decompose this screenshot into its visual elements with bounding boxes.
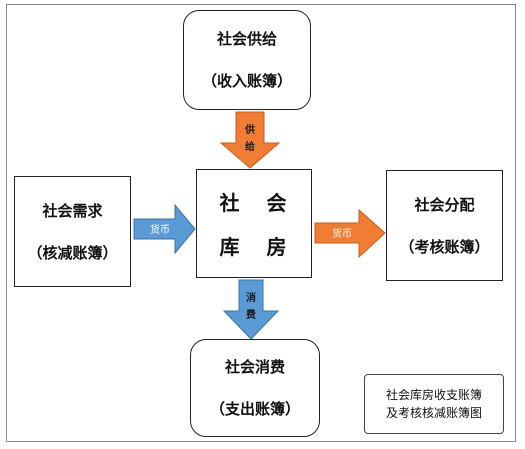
- warehouse-char-1: 社: [219, 191, 242, 216]
- warehouse-char-4: 房: [266, 234, 289, 259]
- supply-arrow-label-1: 供: [244, 123, 255, 136]
- demand-title: 社会需求: [42, 201, 103, 220]
- consumption-title: 社会消费: [224, 358, 285, 376]
- demand-subtitle: （核减账簿）: [27, 243, 118, 262]
- consume-arrow-label-1: 消: [246, 291, 256, 304]
- consume-arrow: [222, 279, 280, 340]
- consume-arrow-label-2: 费: [246, 308, 256, 321]
- consumption-subtitle: （支出账簿）: [209, 400, 300, 418]
- demand-arrow: [133, 203, 196, 255]
- distribution-node: 社会分配 （考核账簿）: [386, 170, 503, 281]
- supply-node: 社会供给 （收入账簿）: [183, 10, 311, 110]
- demand-arrow-label: 货币: [150, 223, 170, 236]
- legend-box: 社会库房收支账簿 及考核核减账簿图: [364, 374, 504, 434]
- distribution-arrow: [314, 208, 386, 259]
- warehouse-char-3: 库: [219, 234, 242, 259]
- supply-title: 社会供给: [216, 30, 277, 48]
- warehouse-node: 社 会 库 房: [196, 169, 312, 278]
- supply-arrow-label-2: 给: [245, 140, 255, 153]
- distribution-arrow-label: 货币: [332, 227, 352, 240]
- outer-frame: [6, 4, 516, 442]
- legend-line-1: 社会库房收支账簿: [385, 388, 482, 402]
- legend-line-2: 及考核核减账簿图: [385, 406, 482, 420]
- distribution-subtitle: （考核账簿）: [399, 237, 490, 256]
- consumption-node: 社会消费 （支出账簿）: [190, 339, 320, 437]
- demand-node: 社会需求 （核减账簿）: [14, 176, 131, 287]
- distribution-title: 社会分配: [414, 195, 475, 214]
- supply-arrow: [219, 111, 281, 169]
- supply-subtitle: （收入账簿）: [201, 72, 292, 90]
- warehouse-char-2: 会: [266, 191, 289, 216]
